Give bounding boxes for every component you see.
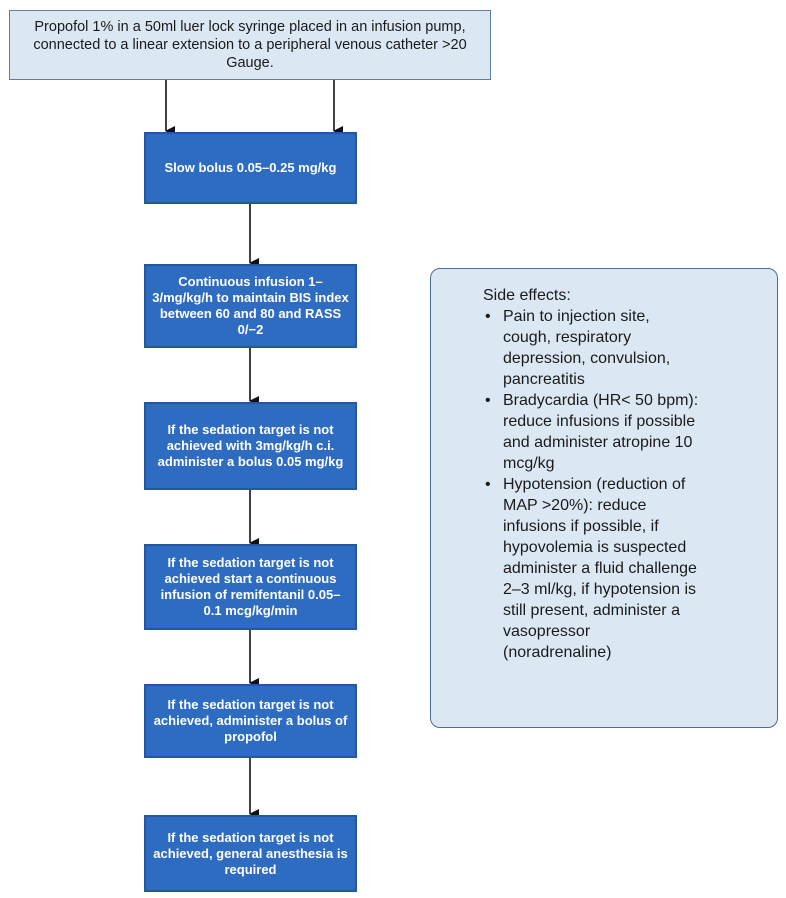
step-slow-bolus: Slow bolus 0.05–0.25 mg/kg (144, 132, 357, 204)
bullet-icon: • (485, 476, 491, 493)
side-effect-item: • Hypotension (reduction of MAP >20%): r… (485, 474, 757, 663)
bullet-icon: • (485, 308, 491, 325)
step-general-anesthesia: If the sedation target is not achieved, … (144, 815, 357, 892)
side-effect-text: Pain to injection site, cough, respirato… (503, 308, 671, 388)
step-text: Continuous infusion 1–3/mg/kg/h to maint… (152, 274, 349, 337)
step-text: If the sedation target is not achieved, … (153, 697, 348, 744)
step-bolus-if-target-not-achieved: If the sedation target is not achieved w… (144, 402, 357, 490)
step-propofol-bolus: If the sedation target is not achieved, … (144, 684, 357, 758)
side-effects-list: • Pain to injection site, cough, respira… (481, 306, 757, 663)
bullet-icon: • (485, 392, 491, 409)
step-remifentanil-infusion: If the sedation target is not achieved s… (144, 544, 357, 630)
side-effect-item: • Pain to injection site, cough, respira… (485, 306, 757, 390)
side-effects-panel: Side effects: • Pain to injection site, … (430, 268, 778, 728)
step-text: Slow bolus 0.05–0.25 mg/kg (164, 160, 337, 175)
side-effect-item: • Bradycardia (HR< 50 bpm): reduce infus… (485, 390, 757, 474)
step-text: If the sedation target is not achieved, … (153, 829, 348, 877)
side-effects-title: Side effects: (483, 287, 571, 304)
step-continuous-infusion: Continuous infusion 1–3/mg/kg/h to maint… (144, 264, 357, 348)
step-text: If the sedation target is not achieved w… (157, 422, 344, 469)
catheter-setup-text: Propofol 1% in a 50ml luer lock syringe … (33, 19, 467, 71)
side-effect-text: Hypotension (reduction of MAP >20%): red… (503, 476, 697, 661)
step-text: If the sedation target is not achieved s… (160, 555, 341, 618)
side-effect-text: Bradycardia (HR< 50 bpm): reduce infusio… (503, 392, 699, 472)
catheter-setup-box: Propofol 1% in a 50ml luer lock syringe … (9, 10, 491, 80)
